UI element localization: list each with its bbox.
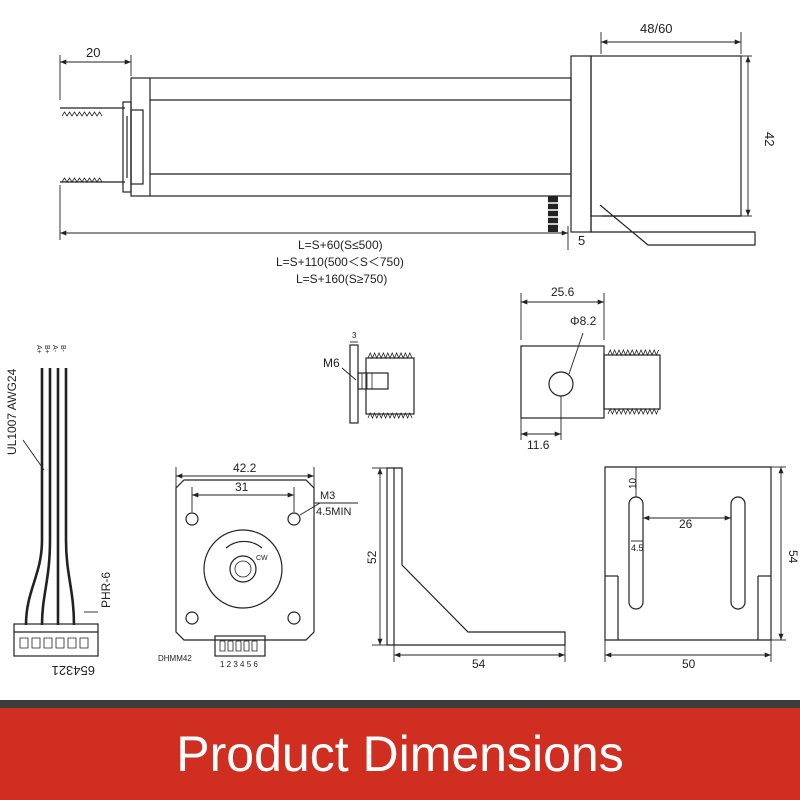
technical-drawing: 20 48/60 42 5 L=S+60(S≤500) L=S+110(500＜…: [5, 21, 800, 678]
bracket-front-slot-spacing: 26: [679, 517, 693, 531]
cable-diagram: A+ B+ A- B- UL1007 AWG24 PHR-6 654321: [5, 345, 113, 678]
wire-label-b-plus: B+: [43, 345, 50, 354]
dim-motor-height: 42: [762, 132, 777, 146]
pin-numbers: 654321: [52, 663, 95, 678]
bracket-front-view: 10 26 4.5 54 50: [604, 466, 800, 671]
length-formula-2: L=S+110(500＜S＜750): [276, 255, 404, 269]
bracket-front-height: 54: [786, 550, 800, 564]
length-formula-1: L=S+60(S≤500): [298, 238, 383, 252]
lead-screw: [60, 107, 125, 183]
bracket-front-slot-width: 4.5: [631, 543, 644, 553]
motor-connector-label: DHMM42: [158, 654, 192, 663]
wire-spec: UL1007 AWG24: [5, 368, 19, 455]
block-dim-width: 25.6: [551, 285, 575, 299]
bracket-side-height: 52: [365, 550, 379, 564]
dhmm42-connector: [214, 635, 266, 657]
title-banner: Product Dimensions: [0, 700, 800, 800]
dim-bracket-thickness: 5: [578, 233, 585, 248]
bracket-side-view: 52 54: [365, 467, 566, 671]
bracket-side-length: 54: [472, 657, 486, 671]
nut-flange: [122, 101, 144, 193]
screw-depth: 4.5MIN: [316, 506, 352, 518]
wire-label-a-plus: A+: [35, 345, 42, 354]
actuator-tube: [130, 77, 572, 197]
screw-label: M3: [320, 490, 335, 502]
dim-motor-width: 48/60: [640, 21, 673, 36]
rotation-label: CW: [256, 555, 268, 562]
bracket-front-slot-top: 10: [628, 477, 639, 489]
motor-dim-outer: 42.2: [233, 461, 257, 475]
bracket-front-width: 50: [682, 657, 696, 671]
cable-stub: [548, 196, 558, 232]
nut-thread: M6: [323, 356, 340, 370]
block-detail: 25.6 Φ8.2 11.6: [520, 285, 661, 452]
nut-detail: 3 M6: [323, 331, 415, 424]
motor-body: [590, 55, 742, 217]
motor-flange-plate: [570, 55, 592, 233]
wires: [24, 368, 76, 626]
actuator-side-view: 20 48/60 42 5 L=S+60(S≤500) L=S+110(500＜…: [59, 21, 777, 286]
block-dim-offset: 11.6: [527, 438, 550, 452]
wire-label-a-minus: A-: [51, 345, 58, 353]
mount-bracket: [590, 160, 756, 246]
connector-label: PHR-6: [99, 572, 113, 608]
wire-label-b-minus: B-: [59, 345, 66, 353]
motor-face-view: 42.2 31 CW M3 4.5MIN DHMM42 1 2 3 4 5 6: [158, 461, 358, 669]
banner-title: Product Dimensions: [176, 726, 624, 782]
dim-front-length: 20: [86, 45, 100, 60]
nut-dim-thickness: 3: [352, 331, 357, 340]
phr6-connector: [13, 623, 99, 657]
block-dim-hole: Φ8.2: [570, 314, 597, 328]
motor-dim-holes: 31: [235, 480, 249, 494]
motor-pins: 1 2 3 4 5 6: [220, 660, 258, 669]
length-formula-3: L=S+160(S≥750): [296, 272, 387, 286]
